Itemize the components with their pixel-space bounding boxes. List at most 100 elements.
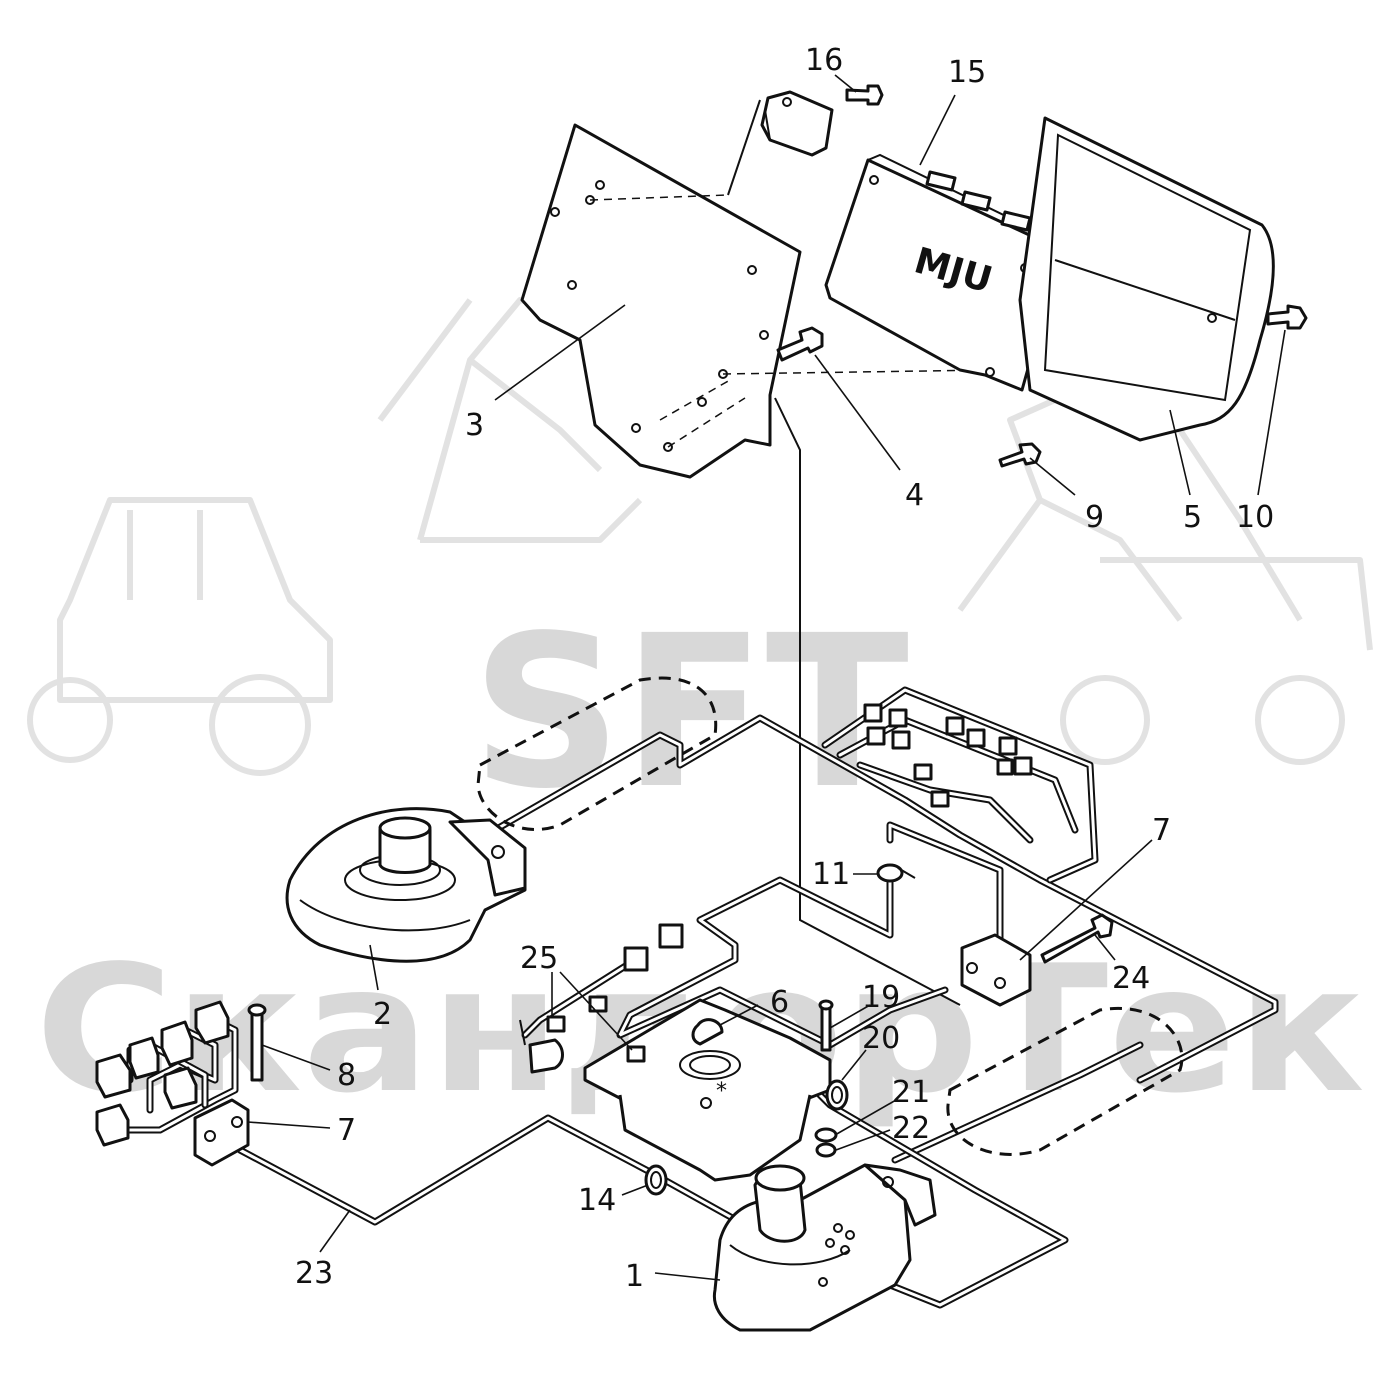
connector-icon: [998, 736, 1018, 756]
clamp-7-upper: [960, 933, 1032, 1007]
connector-icon: [996, 758, 1014, 776]
base-plate-6: *: [583, 998, 832, 1182]
callout-9: 9: [1085, 500, 1104, 535]
watermark-tractor-left-icon: [57, 497, 333, 703]
callout-24: 24: [1112, 961, 1150, 996]
callout-7-upper: 7: [1152, 813, 1171, 848]
connector-icon: [623, 946, 649, 972]
connector-icon: [863, 703, 883, 723]
harness-guide-line: [774, 397, 961, 1006]
connector-cluster-top: [863, 703, 1033, 808]
bracket-block-16: [760, 90, 834, 157]
bolt-hole-icon: [491, 845, 505, 859]
callout-8: 8: [337, 1058, 356, 1093]
watermark-wheel-icon: [1060, 675, 1150, 765]
alignment-line: [667, 397, 746, 448]
watermark-wheel-icon: [27, 677, 113, 763]
bolt-hole-icon: [231, 1116, 243, 1128]
callout-21: 21: [892, 1075, 930, 1110]
connector-icon: [866, 726, 886, 746]
bolt-hole-icon: [1207, 313, 1217, 323]
bolt-hole-icon: [567, 280, 577, 290]
alt-routing-loop-lower: [946, 1007, 1184, 1156]
bolt-hole-icon: [631, 423, 641, 433]
asterisk-mark: *: [716, 1079, 727, 1104]
callout-7-lower: 7: [337, 1113, 356, 1148]
connector-icon: [930, 790, 950, 808]
watermark-wheel-icon: [1255, 675, 1345, 765]
bolt-hole-icon: [882, 1176, 894, 1188]
bolt-16: [845, 84, 884, 106]
callout-6: 6: [770, 985, 789, 1020]
bolt-hole-icon: [985, 367, 995, 377]
ecu-connector: [960, 190, 992, 212]
bolt-8: [250, 1008, 264, 1082]
grommet-14: [644, 1164, 668, 1196]
bolt-hole-icon: [700, 1097, 712, 1109]
bolt-hole-icon: [782, 97, 792, 107]
button-icon: [825, 1238, 835, 1248]
ecu-connector: [925, 170, 957, 192]
joystick-1: [712, 1163, 937, 1332]
callout-11: 11: [812, 857, 850, 892]
connector-icon: [1013, 756, 1033, 776]
capacitor: [528, 1038, 564, 1074]
watermark-brand: SFT: [471, 590, 909, 835]
grommet-tab: [897, 867, 916, 879]
leader-lines: [247, 74, 1286, 1281]
connector-icon: [891, 730, 911, 750]
mounting-plate-3: [520, 123, 802, 479]
connector-icon: [658, 923, 684, 949]
cover-5: [1018, 116, 1275, 442]
callout-1: 1: [625, 1259, 644, 1294]
connector-icon: [588, 995, 608, 1013]
ecu-connector: [1000, 210, 1032, 232]
callout-4: 4: [905, 478, 924, 513]
bolt-hole-icon: [697, 397, 707, 407]
nut-22: [815, 1142, 837, 1158]
button-icon: [818, 1277, 828, 1287]
callout-22: 22: [892, 1111, 930, 1146]
washer-21: [814, 1127, 838, 1143]
alignment-line: [589, 194, 729, 201]
bolt-head: [818, 999, 834, 1011]
button-icon: [833, 1223, 843, 1233]
lead-wire: [519, 1019, 526, 1046]
bolt-9: [998, 442, 1042, 468]
bolt-head: [247, 1003, 267, 1017]
ecu-top-edge: [867, 153, 1056, 241]
spring-coil: [831, 1086, 843, 1104]
callout-5: 5: [1183, 500, 1202, 535]
callout-19: 19: [862, 980, 900, 1015]
bolt-hole-icon: [663, 442, 673, 452]
callout-numbers: 16 15 3 4 9 5 10 7 11 24 25 6 19 20 21 2…: [295, 43, 1274, 1294]
bracket-edge: [764, 109, 771, 141]
grommet-11: [876, 863, 904, 883]
bolt-hole-icon: [595, 180, 605, 190]
bolt-hole-icon: [966, 962, 978, 974]
connector-icon: [966, 728, 986, 748]
callout-14: 14: [578, 1183, 616, 1218]
callout-15: 15: [948, 55, 986, 90]
bolt-hole-icon: [994, 977, 1006, 989]
callout-25: 25: [520, 941, 558, 976]
button-icon: [840, 1245, 850, 1255]
alignment-line: [727, 99, 761, 196]
cover-inner-edge: [1043, 133, 1252, 402]
cover-inner-line: [1054, 259, 1236, 321]
callout-20: 20: [862, 1021, 900, 1056]
bolt-hole-icon: [759, 330, 769, 340]
callout-3: 3: [465, 408, 484, 443]
alignment-line: [722, 369, 991, 375]
bolt-hole-icon: [869, 175, 879, 185]
button-icon: [845, 1230, 855, 1240]
connector-icon: [945, 716, 965, 736]
callout-10: 10: [1236, 500, 1274, 535]
bolt-24: [1040, 913, 1114, 964]
bolt-4: [776, 326, 824, 362]
clamp-7-lower: [193, 1098, 250, 1167]
bolt-19: [820, 1003, 832, 1052]
connector-icon: [913, 763, 933, 781]
callout-16: 16: [805, 43, 843, 78]
